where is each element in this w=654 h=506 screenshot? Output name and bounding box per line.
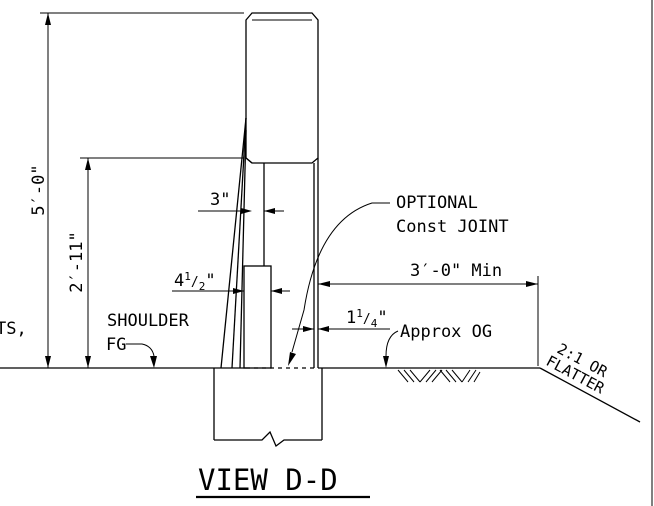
dim-offset — [292, 326, 390, 332]
horizontal-min-label: 3′-0" Min — [410, 261, 502, 281]
shoulder-fg-leader — [126, 343, 157, 368]
overall-height-label: 5′-0" — [29, 164, 49, 215]
ground-line — [0, 367, 641, 423]
dim-lower-height — [80, 157, 244, 368]
dim-overall-height — [40, 12, 244, 368]
approx-og-leader — [383, 330, 399, 368]
optional-joint-label-2: Const JOINT — [396, 217, 509, 237]
cut-off-text: TS, — [0, 319, 27, 339]
lower-height-label: 2′-11" — [67, 231, 87, 292]
dim-top-width — [198, 208, 284, 214]
base-width-label: 41/2" — [174, 270, 216, 293]
barrier-post — [245, 12, 319, 164]
view-title: VIEW D-D — [198, 463, 338, 497]
dim-horizontal-min — [318, 276, 539, 366]
dim-base-width — [172, 288, 290, 294]
shoulder-label: SHOULDER — [107, 311, 190, 331]
approx-og-label: Approx OG — [400, 322, 492, 342]
lower-wall — [220, 117, 319, 369]
optional-joint-leader — [288, 202, 390, 366]
optional-joint-label-1: OPTIONAL — [396, 193, 478, 213]
offset-label: 11/4" — [346, 307, 388, 330]
soil-hatch — [397, 369, 481, 383]
fg-label: FG — [106, 335, 126, 355]
top-width-label: 3" — [210, 190, 230, 210]
footing — [213, 368, 323, 448]
